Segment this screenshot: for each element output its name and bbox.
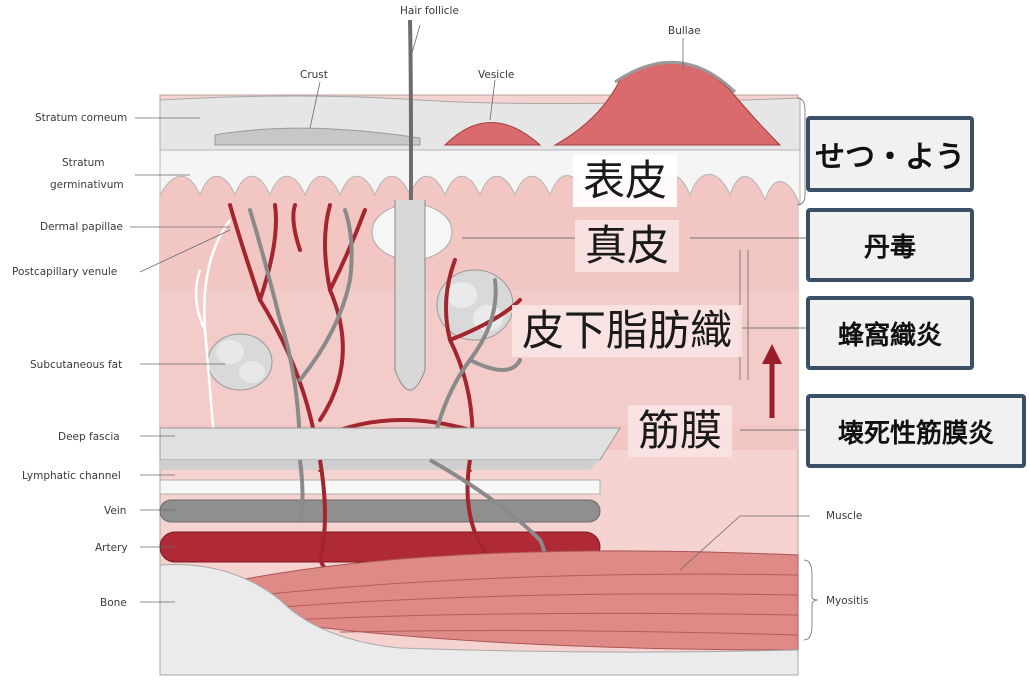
deep-fascia-edge — [160, 460, 600, 470]
label-vein: Vein — [104, 505, 126, 517]
hair-follicle-sheath — [395, 200, 425, 390]
label-artery: Artery — [95, 542, 128, 554]
label-postcapillary-venule: Postcapillary venule — [12, 266, 117, 278]
label-stratum-germinativum-1: Stratum — [62, 157, 105, 169]
label-myositis: Myositis — [826, 595, 869, 607]
label-stratum-corneum: Stratum corneum — [35, 112, 127, 124]
disease-box-erysipelas: 丹毒 — [806, 208, 974, 282]
label-subcutaneous-fat: Subcutaneous fat — [30, 359, 122, 371]
layer-label-epidermis: 表皮 — [573, 155, 677, 207]
fat-lobule-left — [208, 334, 272, 390]
layer-label-fascia: 筋膜 — [628, 405, 732, 457]
deep-fascia — [160, 428, 620, 460]
vein — [160, 500, 600, 522]
layer-label-dermis: 真皮 — [575, 220, 679, 272]
label-crust: Crust — [300, 69, 328, 81]
disease-box-necrotizing-fasciitis: 壊死性筋膜炎 — [806, 394, 1026, 468]
label-bone: Bone — [100, 597, 127, 609]
layer-label-subcutaneous: 皮下脂肪織 — [512, 305, 742, 357]
label-vesicle: Vesicle — [478, 69, 514, 81]
disease-box-cellulitis: 蜂窩織炎 — [806, 296, 974, 370]
label-lymphatic-channel: Lymphatic channel — [22, 470, 121, 482]
label-bullae: Bullae — [668, 25, 701, 37]
disease-box-furuncle: せつ・よう — [806, 116, 974, 192]
label-stratum-germinativum-2: germinativum — [50, 179, 124, 191]
lymphatic-channel — [160, 480, 600, 494]
label-hair-follicle: Hair follicle — [400, 5, 459, 17]
label-deep-fascia: Deep fascia — [58, 431, 120, 443]
label-dermal-papillae: Dermal papillae — [40, 221, 123, 233]
label-muscle: Muscle — [826, 510, 862, 522]
